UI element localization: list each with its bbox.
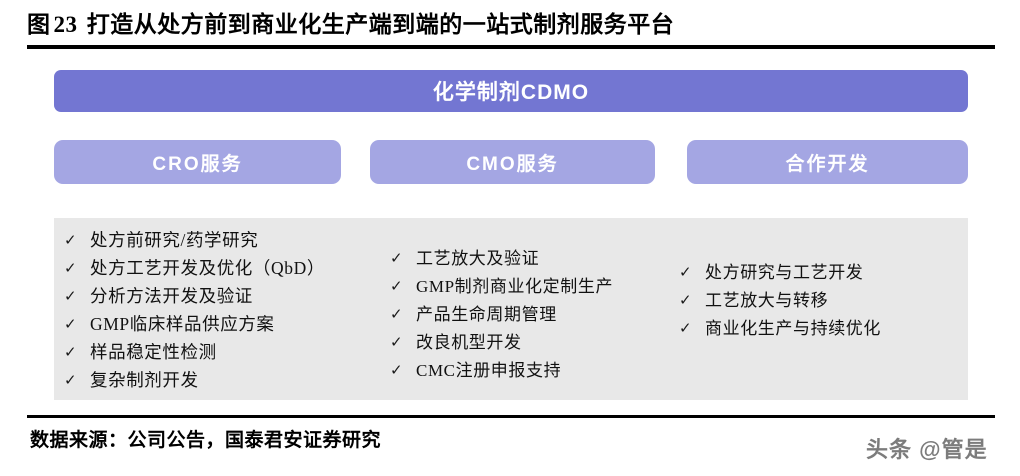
list-item: ✓ CMC注册申报支持	[390, 358, 690, 383]
service-box-cmo: CMO服务	[370, 140, 655, 184]
list-item: ✓ 处方工艺开发及优化（QbD）	[64, 256, 394, 281]
footer-divider	[27, 415, 995, 418]
list-item-label: 商业化生产与持续优化	[705, 319, 881, 338]
check-icon: ✓	[390, 333, 403, 351]
service-box-cro: CRO服务	[54, 140, 341, 184]
list-item: ✓ 工艺放大及验证	[390, 246, 690, 271]
check-icon: ✓	[390, 361, 403, 379]
list-item-label: GMP制剂商业化定制生产	[416, 277, 614, 296]
list-item: ✓ GMP制剂商业化定制生产	[390, 274, 690, 299]
list-item-label: 处方研究与工艺开发	[705, 263, 864, 282]
check-icon: ✓	[390, 249, 403, 267]
figure-number: 23	[53, 12, 78, 37]
cro-item-column: ✓ 处方前研究/药学研究 ✓ 处方工艺开发及优化（QbD） ✓ 分析方法开发及验…	[64, 218, 394, 396]
source-note: 数据来源：公司公告，国泰君安证券研究	[30, 430, 382, 451]
list-item: ✓ 商业化生产与持续优化	[679, 316, 969, 341]
service-box-row: CRO服务 CMO服务 合作开发	[54, 140, 968, 184]
list-item: ✓ 改良机型开发	[390, 330, 690, 355]
list-item-label: GMP临床样品供应方案	[90, 314, 275, 334]
list-item: ✓ GMP临床样品供应方案	[64, 312, 394, 337]
check-icon: ✓	[679, 263, 692, 281]
list-item-label: 产品生命周期管理	[416, 305, 557, 324]
check-icon: ✓	[679, 291, 692, 309]
list-item: ✓ 复杂制剂开发	[64, 368, 394, 393]
list-item-label: 工艺放大及验证	[416, 249, 540, 268]
cooperation-item-column: ✓ 处方研究与工艺开发 ✓ 工艺放大与转移 ✓ 商业化生产与持续优化	[679, 218, 969, 344]
list-item-label: 处方工艺开发及优化（QbD）	[90, 258, 325, 278]
watermark: 头条 @管是	[866, 437, 988, 462]
list-item-label: 复杂制剂开发	[90, 370, 199, 390]
list-item-label: CMC注册申报支持	[416, 361, 562, 380]
check-icon: ✓	[390, 305, 403, 323]
banner-label: 化学制剂CDMO	[432, 81, 590, 104]
check-icon: ✓	[64, 231, 77, 249]
list-item: ✓ 分析方法开发及验证	[64, 284, 394, 309]
service-detail-panel: ✓ 处方前研究/药学研究 ✓ 处方工艺开发及优化（QbD） ✓ 分析方法开发及验…	[54, 218, 968, 400]
figure-label: 图	[27, 12, 51, 37]
check-icon: ✓	[64, 371, 77, 389]
list-item: ✓ 处方研究与工艺开发	[679, 260, 969, 285]
title-divider-top	[27, 45, 995, 49]
check-icon: ✓	[64, 287, 77, 305]
check-icon: ✓	[390, 277, 403, 295]
check-icon: ✓	[64, 259, 77, 277]
service-box-cooperation-label: 合作开发	[785, 153, 870, 175]
service-box-cmo-label: CMO服务	[466, 153, 559, 175]
figure-title-text: 打造从处方前到商业化生产端到端的一站式制剂服务平台	[86, 12, 675, 37]
service-box-cro-label: CRO服务	[152, 153, 243, 175]
list-item-label: 工艺放大与转移	[705, 291, 829, 310]
list-item-label: 样品稳定性检测	[90, 342, 217, 362]
list-item-label: 改良机型开发	[416, 333, 522, 352]
list-item-label: 处方前研究/药学研究	[90, 230, 259, 250]
check-icon: ✓	[64, 315, 77, 333]
chemical-cdmo-banner: 化学制剂CDMO	[54, 70, 968, 112]
list-item-label: 分析方法开发及验证	[90, 286, 253, 306]
list-item: ✓ 样品稳定性检测	[64, 340, 394, 365]
list-item: ✓ 工艺放大与转移	[679, 288, 969, 313]
list-item: ✓ 产品生命周期管理	[390, 302, 690, 327]
check-icon: ✓	[679, 319, 692, 337]
check-icon: ✓	[64, 343, 77, 361]
list-item: ✓ 处方前研究/药学研究	[64, 228, 394, 253]
service-box-cooperation: 合作开发	[687, 140, 968, 184]
cmo-item-column: ✓ 工艺放大及验证 ✓ GMP制剂商业化定制生产 ✓ 产品生命周期管理 ✓ 改良…	[390, 218, 690, 386]
